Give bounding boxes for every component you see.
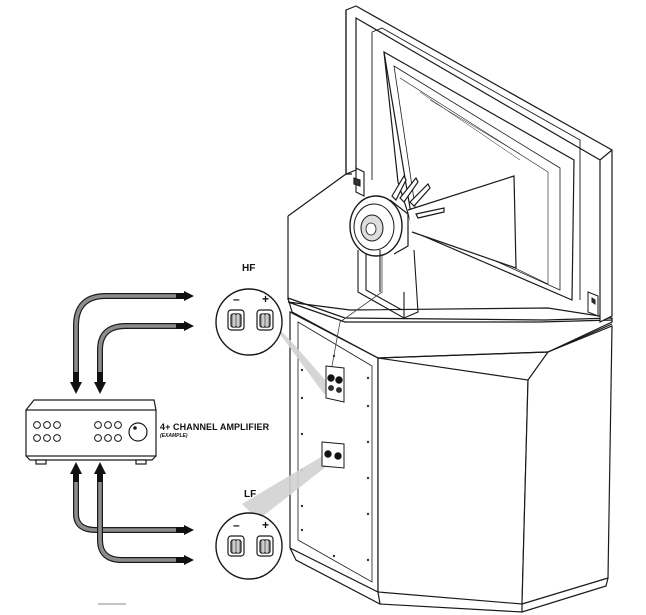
hf-cable-outer: [73, 293, 185, 375]
hf-callout-wedge: [268, 318, 334, 394]
hf-positive-terminal: [256, 309, 274, 331]
lf-plus-sign: +: [262, 518, 270, 532]
lf-cable-inner: [97, 475, 185, 563]
amplifier-title: 4+ CHANNEL AMPLIFIER: [160, 422, 270, 432]
driver-bracket: [353, 167, 419, 319]
hf-cable-inner: [97, 323, 185, 375]
hf-terminal-callout: [215, 288, 283, 356]
amplifier-subtitle: (EXAMPLE): [160, 433, 188, 439]
volume-knob: [128, 422, 148, 442]
hf-plus-sign: +: [262, 292, 270, 306]
speaker-cables: [73, 293, 185, 563]
hf-terminal-plate: [325, 365, 345, 403]
lf-positive-terminal: [256, 535, 274, 557]
cable-arrows: [70, 291, 194, 565]
hf-label: HF: [242, 263, 256, 274]
amplifier: [25, 399, 157, 465]
side-bracket: [587, 291, 599, 317]
hf-minus-sign: –: [233, 292, 240, 306]
compression-driver: [349, 195, 409, 257]
lf-negative-terminal: [227, 535, 245, 557]
amplifier-knobs: [33, 421, 122, 442]
lf-callout-wedge: [242, 454, 332, 520]
lf-terminal-plate: [321, 441, 345, 469]
hf-negative-terminal: [227, 309, 245, 331]
lf-cable-outer: [73, 475, 185, 533]
horn-assembly: [287, 5, 613, 323]
lf-label: LF: [244, 489, 257, 500]
lf-minus-sign: –: [233, 518, 240, 532]
internal-wire: [331, 254, 383, 367]
lf-terminal-callout: [215, 512, 283, 580]
